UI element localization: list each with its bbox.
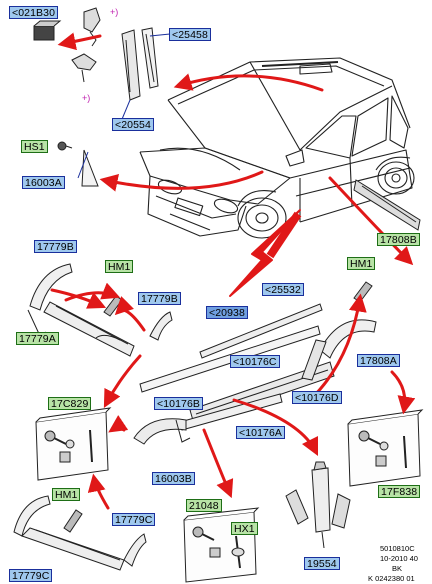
label-17f838: 17F838 [378, 485, 421, 498]
label-10176c: <10176C [230, 355, 280, 368]
plus-mark-top: +) [110, 7, 119, 17]
label-17808b: 17808B [377, 233, 420, 246]
bottom-left-parts [13, 495, 147, 571]
label-16003a: 16003A [22, 176, 65, 189]
car-illustration [139, 57, 415, 239]
left-arch-parts [27, 263, 191, 445]
big-red-arrow [229, 209, 302, 297]
label-17779a: 17779A [16, 332, 59, 345]
label-17779b-top: 17779B [34, 240, 77, 253]
label-021b30: <021B30 [9, 6, 59, 19]
label-hm1-left: HM1 [105, 260, 134, 273]
label-17c829: 17C829 [48, 397, 92, 410]
label-25532: <25532 [262, 283, 304, 296]
label-20554: <20554 [112, 118, 154, 131]
sill-parts [139, 179, 421, 431]
footer-code-3: BK [392, 564, 403, 573]
label-10176a: <10176A [236, 426, 286, 439]
footer-code-2: 10-2010 40 [380, 554, 418, 563]
label-hm1-bottom: HM1 [52, 488, 81, 501]
footer-code-1: 5010810C [380, 544, 415, 553]
label-10176d: <10176D [292, 391, 342, 404]
label-17779b-mid: 17779B [138, 292, 181, 305]
label-20938: <20938 [206, 306, 248, 319]
plus-mark-bottom: +) [82, 93, 91, 103]
label-17779c-bottom: 17779C [9, 569, 53, 582]
label-25458: <25458 [169, 28, 211, 41]
label-19554: 19554 [304, 557, 340, 570]
label-hs1: HS1 [21, 140, 48, 153]
label-17779c: 17779C [112, 513, 156, 526]
leader-lines [77, 33, 171, 179]
label-21048: 21048 [186, 499, 222, 512]
label-17808a: 17808A [357, 354, 400, 367]
label-hm1-right: HM1 [347, 257, 376, 270]
label-16003b: 16003B [152, 472, 195, 485]
footer-code-4: K 0242380 01 [368, 574, 415, 583]
label-10176b: <10176B [154, 397, 204, 410]
top-parts [33, 7, 159, 187]
red-arrows [50, 32, 416, 510]
label-hx1: HX1 [231, 522, 258, 535]
fastener-kits [35, 407, 424, 583]
